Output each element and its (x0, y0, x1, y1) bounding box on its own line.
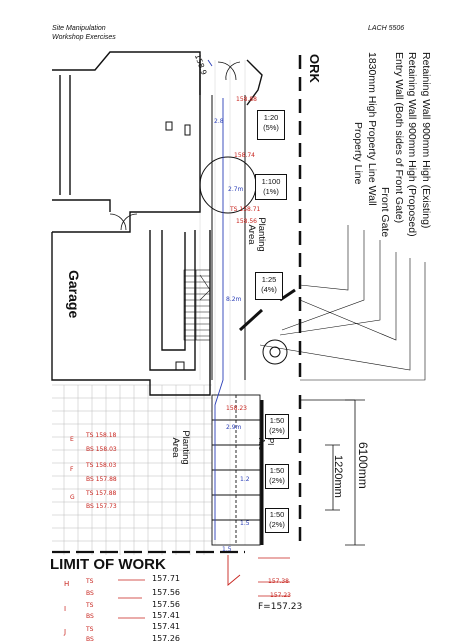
level-g-ts: TS 157.88 (86, 490, 117, 497)
course-line-1: Site Manipulation (52, 25, 106, 32)
stairs (183, 269, 211, 341)
blue-dim: 1.2 (240, 476, 250, 483)
level-i-bs: BS (86, 613, 94, 620)
walkway (199, 95, 288, 380)
red-arrow (227, 555, 241, 586)
legend-item-property-line: Property Line (352, 122, 365, 185)
blue-dim: 2.8 (214, 118, 224, 125)
legend: Retaining Wall 900mm High (Existing) Ret… (351, 52, 433, 238)
level-c-ts: TS 158.71 (230, 206, 261, 213)
struck-level-2: 157.23 (270, 592, 291, 599)
legend-leaders (259, 225, 426, 381)
slope-box: 1:50(2%) (265, 414, 289, 439)
blue-dim: 8.2m (226, 296, 242, 303)
course-code: LACH 5506 (368, 25, 405, 32)
level-d: 158.23 (226, 405, 247, 412)
level-j-bs: BS (86, 636, 94, 643)
legend-item-entry-wall: Entry Wall (Both sides of Front Gate) (393, 52, 405, 224)
level-i-label: I (64, 605, 67, 613)
level-g-bs: BS 157.73 (86, 503, 117, 510)
level-b: 158.74 (234, 152, 255, 159)
grid (52, 60, 246, 555)
planting-area-label-2: Planting Area (170, 430, 191, 465)
garage-label: Garage (66, 270, 82, 319)
blue-dim: 2.9m (226, 424, 242, 431)
level-g-label: G (70, 494, 75, 501)
level-e-ts: TS 158.18 (86, 432, 117, 439)
slope-box: 1:50(2%) (265, 508, 289, 533)
level-j-ts-value: 157.41 (152, 622, 180, 631)
legend-item-property-wall: 1830mm High Property Line Wall (366, 52, 378, 206)
legend-item-existing-wall: Retaining Wall 900mm High (Existing) (420, 52, 432, 229)
legend-item-proposed-wall: Retaining Wall 900mm High (Proposed) (406, 52, 419, 237)
level-i-bs-value: 157.41 (152, 611, 180, 620)
legend-item-front-gate: Front Gate (379, 187, 392, 238)
dimension-6100: 6100mm (356, 442, 370, 489)
slope-box: 1:100(1%) (255, 174, 287, 200)
blue-dim: 2.7m (228, 186, 244, 193)
level-a: 158.88 (236, 96, 257, 103)
level-j-label: J (64, 628, 67, 636)
level-e-label: E (70, 436, 74, 443)
course-line-2: Workshop Exercises (52, 34, 116, 41)
centre-line (207, 59, 224, 540)
entry-steps (211, 394, 261, 546)
slope-box: 1:25(4%) (255, 272, 283, 300)
building-outline (51, 51, 263, 396)
level-h-bs: BS (86, 590, 94, 597)
dimension-lines (300, 399, 365, 546)
partial-planting-label: Pl Are (257, 438, 275, 451)
final-level: F=157.23 (258, 602, 303, 612)
level-i-ts: TS (86, 602, 94, 609)
dimension-1220: 1220mm (332, 455, 344, 498)
strike-marks (118, 557, 290, 619)
level-j-ts: TS (86, 626, 94, 633)
blue-dim: 1.5 (240, 520, 250, 527)
level-h-label: H (64, 580, 70, 588)
level-i-ts-value: 157.56 (152, 600, 180, 609)
level-j-bs-value: 157.26 (152, 634, 180, 643)
level-e-bs: BS 158.03 (86, 446, 117, 453)
level-c-bs: 158.56 (236, 218, 257, 225)
door-arcs (109, 61, 241, 231)
limit-of-work-label: LIMIT OF WORK (50, 556, 166, 573)
work-label-fragment: ORK (307, 54, 322, 83)
struck-level-1: 157.38 (268, 578, 289, 585)
level-f-label: F (70, 466, 74, 473)
level-f-bs: BS 157.88 (86, 476, 117, 483)
level-h-bs-value: 157.56 (152, 588, 180, 597)
level-h-ts-value: 157.71 (152, 574, 180, 583)
level-h-ts: TS (86, 578, 94, 585)
slope-box: 1:50(2%) (265, 464, 289, 489)
slope-box: 1:20(5%) (257, 110, 285, 140)
course-title: Site Manipulation Workshop Exercises (52, 24, 116, 42)
level-f-ts: TS 158.03 (86, 462, 117, 469)
blue-dim: 1.5 (222, 546, 232, 553)
